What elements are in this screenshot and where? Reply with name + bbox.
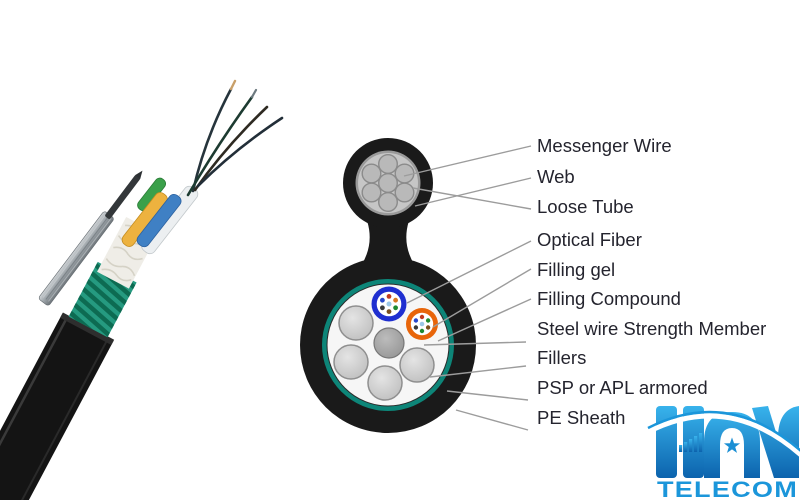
label-filling-compound: Filling Compound [537, 288, 681, 309]
cross-section-diagram [300, 138, 476, 433]
brand-logo: HN TELECOM [646, 406, 800, 500]
label-steel-wire-strength-member: Steel wire Strength Member [537, 318, 766, 339]
cable-core-section [300, 257, 476, 433]
messenger-wire-photo [38, 170, 143, 306]
optical-fibers-photo [186, 79, 284, 197]
cable-photo [0, 79, 284, 500]
filler-4 [399, 347, 435, 383]
leader-line-optical-fiber [406, 240, 532, 304]
optical-fiber-dots-orange [413, 314, 431, 334]
leader-line-messenger-wire [403, 145, 532, 177]
logo-star-icon [721, 434, 743, 456]
loose-tube-orange [406, 308, 438, 340]
buffer-tubes-photo [121, 177, 199, 255]
logo-swoosh [646, 410, 800, 457]
leader-line-psp-armored [446, 390, 529, 401]
filler-3 [367, 365, 403, 401]
messenger-strands [361, 153, 415, 212]
logo-wordmark: TELECOM [657, 477, 798, 500]
label-filling-gel: Filling gel [537, 259, 615, 280]
leader-line-steel-wire [423, 341, 527, 346]
messenger-section [343, 138, 433, 228]
leader-line-loose-tube [412, 187, 532, 210]
leader-line-pe-sheath [455, 409, 529, 431]
label-optical-fiber: Optical Fiber [537, 229, 642, 250]
filler-1 [338, 305, 374, 341]
steel-strength-member [373, 327, 405, 359]
label-pe-sheath: PE Sheath [537, 407, 625, 428]
leader-line-web [414, 177, 532, 207]
leader-line-filling-compound [437, 298, 532, 342]
label-loose-tube: Loose Tube [537, 196, 634, 217]
leader-line-fillers [429, 365, 527, 378]
loose-tube-blue [371, 286, 407, 322]
annotation-labels: Messenger Wire Web Loose Tube Optical Fi… [537, 135, 766, 428]
label-psp-armored: PSP or APL armored [537, 377, 708, 398]
label-web: Web [537, 166, 575, 187]
leader-line-filling-gel [432, 268, 532, 328]
optical-fiber-dots-blue [380, 294, 398, 314]
logo-antenna-icon [679, 433, 703, 452]
filler-2 [333, 344, 369, 380]
leader-lines [403, 145, 532, 431]
label-messenger-wire: Messenger Wire [537, 135, 672, 156]
label-fillers: Fillers [537, 347, 586, 368]
